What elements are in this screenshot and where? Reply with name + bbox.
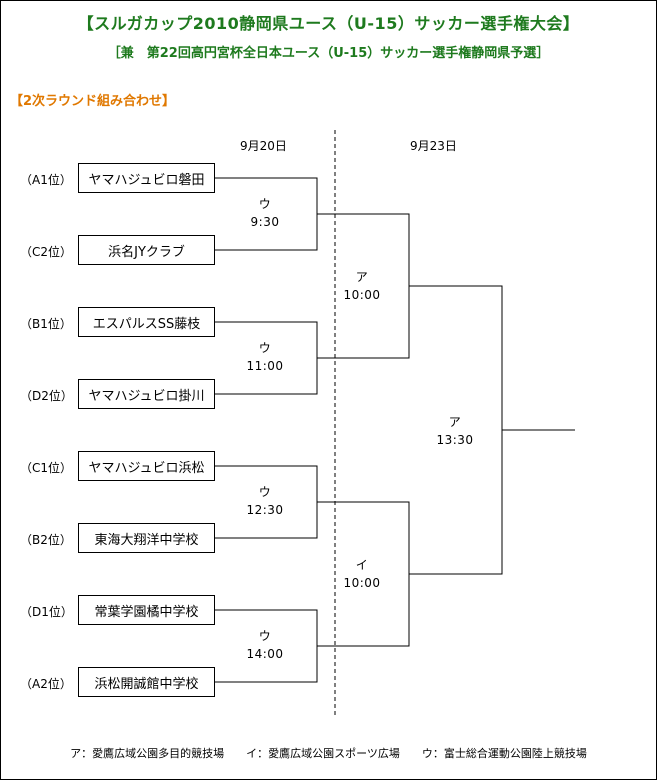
team-box: 常葉学園橘中学校 — [78, 595, 215, 625]
match-info-r1-1: ウ 9:30 — [240, 195, 290, 231]
match-venue: ウ — [258, 629, 272, 643]
team-box: ヤマハジュビロ磐田 — [78, 163, 215, 193]
match-venue: ウ — [258, 341, 272, 355]
page-title: 【スルガカップ2010静岡県ユース（U-15）サッカー選手権大会】 — [77, 14, 580, 33]
match-info-r2-1: ア 10:00 — [338, 268, 386, 304]
seed-label: （D2位） — [20, 389, 73, 403]
match-time: 10:00 — [343, 288, 381, 302]
match-venue: ア — [355, 270, 369, 284]
team-box: ヤマハジュビロ浜松 — [78, 451, 215, 481]
team-box: 浜松開誠館中学校 — [78, 667, 215, 697]
date-round2: 9月23日 — [410, 139, 457, 153]
match-time: 9:30 — [250, 215, 280, 229]
match-time: 13:30 — [436, 433, 474, 447]
seed-label: （C2位） — [20, 245, 73, 259]
venue-legend: ア：愛鷹広域公園多目的競技場 イ：愛鷹広域公園スポーツ広場 ウ：富士総合運動公園… — [70, 747, 587, 760]
match-time: 10:00 — [343, 576, 381, 590]
match-info-r1-4: ウ 14:00 — [240, 627, 290, 663]
page-subtitle: ［兼 第22回高円宮杯全日本ユース（U-15）サッカー選手権静岡県予選］ — [107, 46, 550, 61]
seed-label: （A1位） — [20, 173, 72, 187]
match-venue: イ — [355, 558, 369, 572]
match-venue: ウ — [258, 197, 272, 211]
seed-label: （B1位） — [20, 317, 72, 331]
match-info-r1-2: ウ 11:00 — [240, 339, 290, 375]
match-info-r1-3: ウ 12:30 — [240, 483, 290, 519]
match-info-r2-2: イ 10:00 — [338, 556, 386, 592]
match-time: 11:00 — [246, 359, 284, 373]
match-venue: ウ — [258, 485, 272, 499]
section-heading: 【2次ラウンド組み合わせ】 — [10, 94, 176, 109]
team-box: ヤマハジュビロ掛川 — [78, 379, 215, 409]
seed-label: （D1位） — [20, 605, 73, 619]
team-box: エスパルスSS藤枝 — [78, 307, 215, 337]
match-info-final: ア 13:30 — [430, 413, 480, 449]
team-box: 浜名JYクラブ — [78, 235, 215, 265]
seed-label: （B2位） — [20, 533, 72, 547]
date-round1: 9月20日 — [240, 139, 287, 153]
match-venue: ア — [448, 415, 462, 429]
match-time: 12:30 — [246, 503, 284, 517]
seed-label: （A2位） — [20, 677, 72, 691]
seed-label: （C1位） — [20, 461, 73, 475]
team-box: 東海大翔洋中学校 — [78, 523, 215, 553]
match-time: 14:00 — [246, 647, 284, 661]
